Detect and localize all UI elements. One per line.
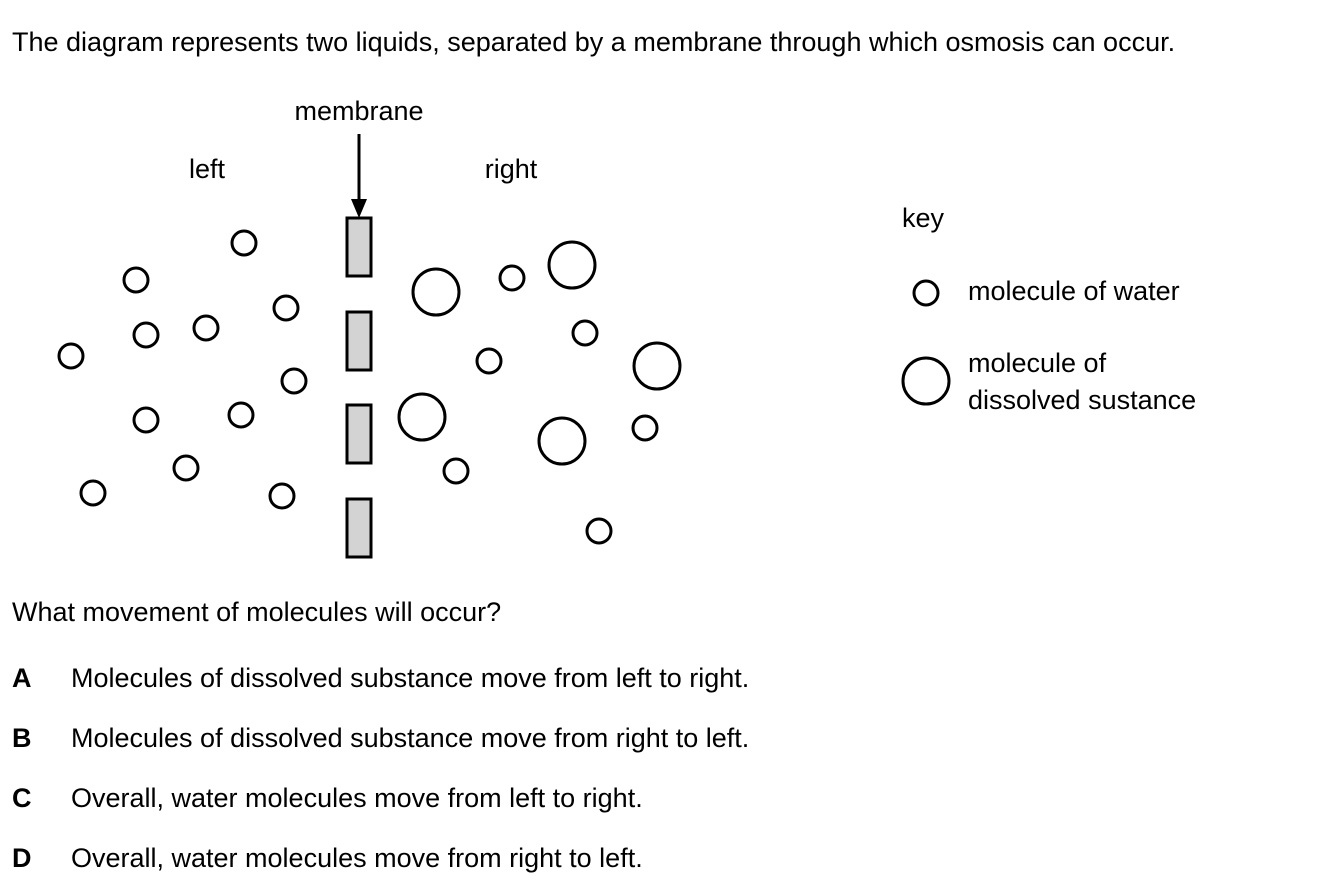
water-molecule bbox=[227, 401, 255, 429]
option-text: Overall, water molecules move from right… bbox=[71, 843, 643, 873]
water-molecule bbox=[79, 479, 107, 507]
key-dissolved-label-line2: dissolved sustance bbox=[968, 385, 1196, 415]
water-molecule bbox=[571, 319, 599, 347]
water-molecule bbox=[442, 457, 470, 485]
key-water-symbol bbox=[912, 279, 940, 307]
dissolved-molecule bbox=[537, 416, 587, 466]
option-text: Molecules of dissolved substance move fr… bbox=[71, 663, 750, 693]
question-text: What movement of molecules will occur? bbox=[12, 597, 502, 627]
membrane-segment bbox=[345, 216, 373, 278]
water-molecule bbox=[280, 367, 308, 395]
option-letter: B bbox=[12, 723, 32, 753]
membrane-label: membrane bbox=[294, 96, 423, 126]
option-letter: C bbox=[12, 783, 32, 813]
water-molecule bbox=[585, 517, 613, 545]
membrane-segment bbox=[345, 497, 373, 559]
water-molecule bbox=[132, 406, 160, 434]
key-dissolved-symbol bbox=[901, 356, 951, 406]
dissolved-molecule bbox=[632, 341, 682, 391]
dissolved-molecule bbox=[547, 240, 597, 290]
key: key molecule of water molecule of dissol… bbox=[901, 203, 1196, 415]
osmosis-diagram: membrane left right bbox=[57, 96, 1196, 559]
water-molecule bbox=[172, 454, 200, 482]
membrane bbox=[345, 216, 373, 559]
water-molecule bbox=[122, 266, 150, 294]
dissolved-molecule bbox=[397, 392, 447, 442]
water-molecule bbox=[230, 229, 258, 257]
dissolved-molecule bbox=[411, 267, 461, 317]
left-liquid bbox=[57, 229, 308, 510]
water-molecule bbox=[498, 264, 526, 292]
water-molecule bbox=[631, 414, 659, 442]
option-text: Overall, water molecules move from left … bbox=[71, 783, 643, 813]
water-molecule bbox=[192, 314, 220, 342]
water-molecule bbox=[268, 482, 296, 510]
water-molecule bbox=[272, 294, 300, 322]
right-label: right bbox=[485, 154, 538, 184]
left-label: left bbox=[189, 154, 226, 184]
intro-text: The diagram represents two liquids, sepa… bbox=[12, 27, 1176, 57]
membrane-segment bbox=[345, 310, 373, 372]
membrane-arrow bbox=[351, 134, 367, 218]
option-text: Molecules of dissolved substance move fr… bbox=[71, 723, 750, 753]
water-molecule bbox=[475, 347, 503, 375]
option-letter: A bbox=[12, 663, 32, 693]
key-dissolved-label-line1: molecule of bbox=[968, 348, 1107, 378]
option-letter: D bbox=[12, 843, 32, 873]
key-water-label: molecule of water bbox=[968, 276, 1180, 306]
right-liquid bbox=[397, 240, 682, 545]
membrane-segment bbox=[345, 403, 373, 465]
water-molecule bbox=[132, 321, 160, 349]
water-molecule bbox=[57, 342, 85, 370]
key-title: key bbox=[902, 203, 945, 233]
